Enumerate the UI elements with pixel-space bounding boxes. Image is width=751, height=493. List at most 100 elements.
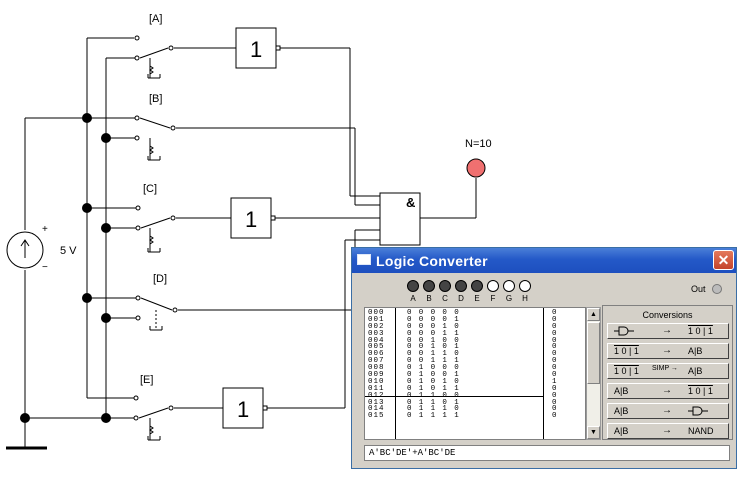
output-terminal[interactable] (712, 284, 722, 294)
expression-to-truth-table-button[interactable]: A|B → 1 0 | 1 (607, 383, 729, 399)
input-label-f: F (490, 294, 496, 303)
row-index: 013 (368, 398, 385, 407)
row-output: 0 (552, 350, 557, 359)
input-label-d: D (458, 294, 464, 303)
inverter-a-label: 1 (250, 37, 262, 62)
switch-d-label: [D] (153, 273, 168, 285)
row-output: 0 (552, 391, 557, 400)
row-index: 002 (368, 322, 385, 331)
input-label-c: C (442, 294, 448, 303)
conversions-panel: Conversions → 1 0 | 1 1 0 | 1 → A|B 1 0 … (602, 305, 733, 440)
table-row[interactable]: 006 00110 0 (365, 351, 585, 358)
expression-field[interactable]: A'BC'DE'+A'BC'DE (364, 445, 730, 461)
input-terminal-c[interactable] (439, 280, 451, 292)
row-inputs: 01010 (407, 377, 467, 386)
source-plus: + (42, 224, 48, 235)
switch-a-label: [A] (149, 13, 163, 25)
row-output: 0 (552, 315, 557, 324)
input-terminal-b[interactable] (423, 280, 435, 292)
and-gate-label: & (406, 195, 415, 210)
row-index: 012 (368, 391, 385, 400)
input-terminal-h[interactable] (519, 280, 531, 292)
input-terminal-g[interactable] (503, 280, 515, 292)
scroll-up-button[interactable]: ▲ (587, 308, 600, 321)
source-minus: − (42, 262, 48, 273)
row-index: 011 (368, 384, 385, 393)
expression-to-nand-button[interactable]: A|B → NAND (607, 423, 729, 439)
row-output: 0 (552, 384, 557, 393)
table-row[interactable]: 011 01011 0 (365, 384, 585, 393)
row-index: 006 (368, 350, 385, 359)
table-divider (395, 308, 396, 439)
row-output: 0 (552, 398, 557, 407)
input-label-a: A (410, 294, 416, 303)
window-title: Logic Converter (376, 253, 488, 269)
gate-symbol-icon (688, 406, 708, 418)
row-output: 0 (552, 322, 557, 331)
row-inputs: 00111 (407, 357, 467, 366)
input-terminal-a[interactable] (407, 280, 419, 292)
row-output: 0 (552, 336, 557, 345)
scroll-down-button[interactable]: ▼ (587, 426, 600, 439)
row-inputs: 00100 (407, 336, 467, 345)
truth-table-to-expression-button[interactable]: 1 0 | 1 → A|B (607, 343, 729, 359)
input-label-g: G (505, 294, 513, 303)
row-output: 0 (552, 329, 557, 338)
circuit-to-truth-table-button[interactable]: → 1 0 | 1 (607, 323, 729, 339)
input-label-e: E (474, 294, 480, 303)
truth-table-to-simplified-expression-button[interactable]: 1 0 | 1 SIMP → A|B (607, 363, 729, 379)
row-inputs: 01011 (407, 384, 467, 393)
table-scrollbar[interactable]: ▲ ▼ (586, 307, 601, 440)
probe-led[interactable] (466, 158, 486, 178)
row-output: 0 (552, 309, 557, 317)
inverter-e-label: 1 (237, 397, 249, 422)
row-inputs: 00101 (407, 343, 467, 352)
row-inputs: 01101 (407, 398, 467, 407)
switch-c-label: [C] (143, 183, 158, 195)
close-button[interactable]: ✕ (713, 250, 734, 270)
row-output: 0 (552, 405, 557, 414)
row-inputs: 00000 (407, 309, 467, 317)
input-terminal-d[interactable] (455, 280, 467, 292)
input-terminal-f[interactable] (487, 280, 499, 292)
row-index: 000 (368, 309, 385, 317)
switch-e-label: [E] (140, 374, 154, 386)
row-output: 0 (552, 412, 557, 421)
title-bar[interactable]: Logic Converter ✕ (352, 248, 736, 273)
table-row[interactable]: 013 01101 0 (365, 398, 585, 407)
conversions-title: Conversions (642, 310, 693, 320)
row-index: 007 (368, 357, 385, 366)
row-index: 003 (368, 329, 385, 338)
row-index: 015 (368, 412, 385, 421)
expression-to-circuit-button[interactable]: A|B → (607, 403, 729, 419)
input-terminal-e[interactable] (471, 280, 483, 292)
row-index: 009 (368, 371, 385, 380)
table-row[interactable]: 012 01100 0 (365, 391, 585, 400)
inverter-c-label: 1 (245, 207, 257, 232)
table-row-divider (365, 396, 543, 397)
scroll-thumb[interactable] (587, 322, 600, 384)
switch-b-label: [B] (149, 93, 163, 105)
row-inputs: 01100 (407, 391, 467, 400)
row-inputs: 00110 (407, 350, 467, 359)
out-label: Out (691, 284, 706, 294)
row-output: 0 (552, 371, 557, 380)
input-label-b: B (426, 294, 432, 303)
table-divider (543, 308, 544, 439)
row-inputs: 00001 (407, 315, 467, 324)
